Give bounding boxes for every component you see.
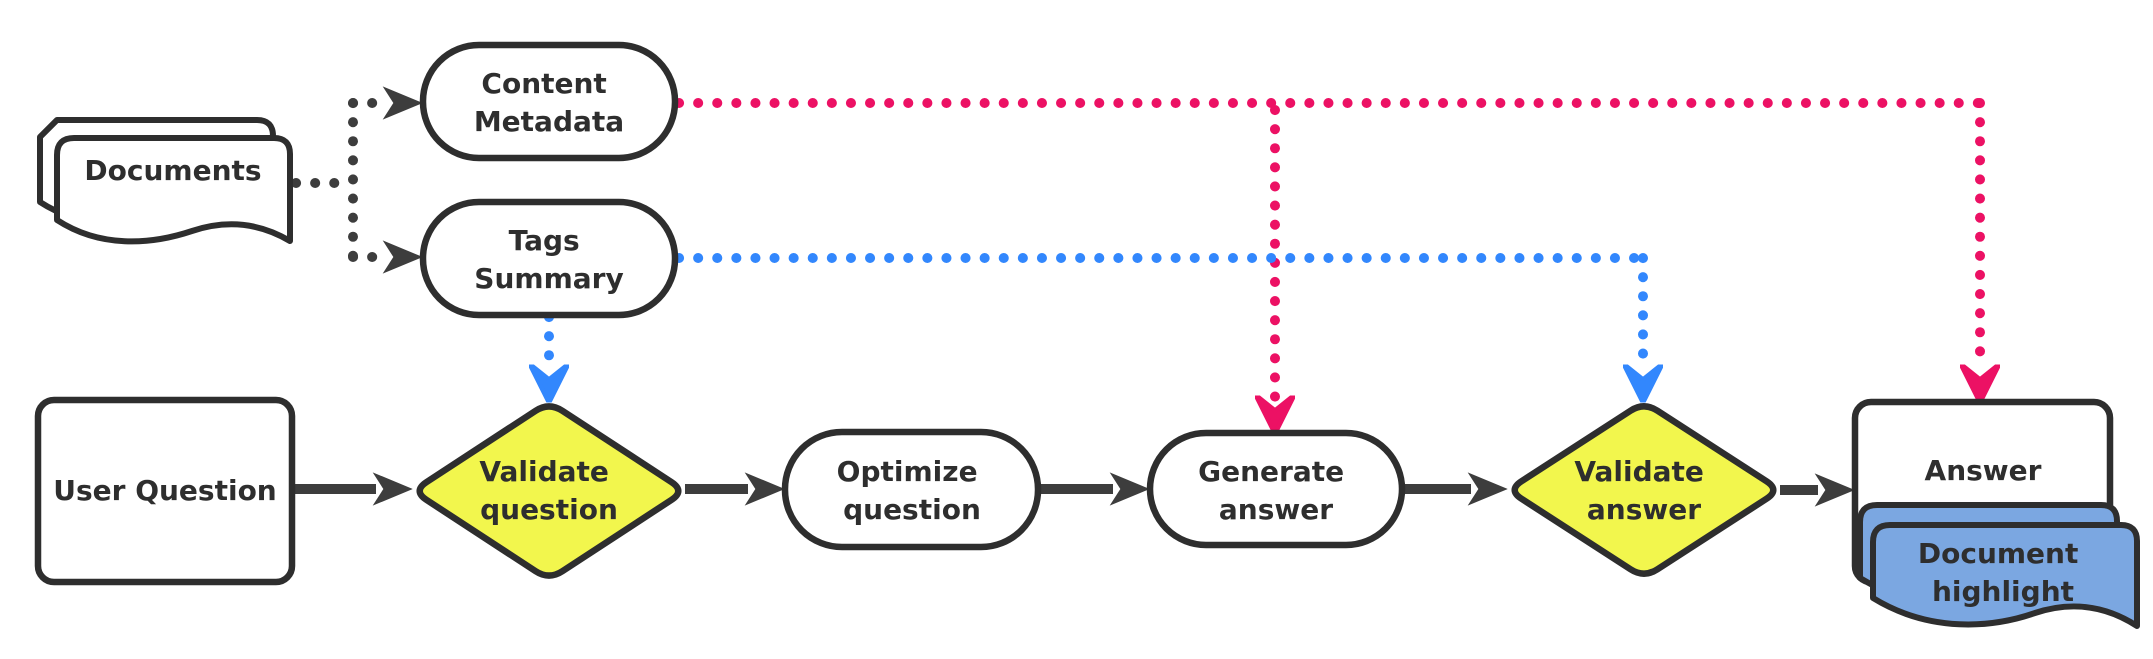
node-tags-summary: Tags Summary bbox=[419, 198, 679, 319]
node-generate-answer: Generate answer bbox=[1146, 429, 1406, 549]
validate-answer-label: Validate answer bbox=[1574, 455, 1713, 526]
answer-label: Answer bbox=[1925, 454, 2042, 487]
edges-layer bbox=[291, 86, 1980, 507]
edge-content-metadata-answer bbox=[674, 98, 1980, 366]
node-content-metadata: Content Metadata bbox=[419, 41, 679, 162]
document-highlight-front-sheet bbox=[1870, 522, 2140, 629]
node-validate-answer: Validate answer bbox=[1511, 403, 1777, 577]
user-question-label: User Question bbox=[53, 474, 277, 507]
edge-tags-summary-validate-answer bbox=[674, 253, 1643, 366]
content-metadata-shape bbox=[419, 41, 679, 162]
documents-front-sheet bbox=[54, 135, 293, 245]
node-document-highlight: Document highlight bbox=[1857, 502, 2140, 629]
validate-question-shape bbox=[416, 403, 682, 579]
optimize-question-shape bbox=[781, 428, 1042, 551]
content-metadata-label: Content Metadata bbox=[474, 67, 624, 138]
tags-summary-shape bbox=[419, 198, 679, 319]
node-optimize-question: Optimize question bbox=[781, 428, 1042, 551]
tags-summary-label: Tags Summary bbox=[474, 224, 623, 295]
node-documents: Documents bbox=[37, 117, 293, 245]
node-validate-question: Validate question bbox=[416, 403, 682, 579]
generate-answer-shape bbox=[1146, 429, 1406, 549]
validate-answer-shape bbox=[1511, 403, 1777, 577]
user-question-shape bbox=[34, 396, 296, 586]
node-user-question: User Question bbox=[34, 396, 296, 586]
generate-answer-label: Generate answer bbox=[1198, 455, 1354, 526]
document-highlight-label: Document highlight bbox=[1918, 537, 2088, 608]
documents-label: Documents bbox=[84, 154, 261, 187]
optimize-question-label: Optimize question bbox=[837, 455, 988, 526]
edge-documents-branch-trunk bbox=[291, 98, 358, 262]
validate-question-label: Validate question bbox=[479, 455, 618, 526]
